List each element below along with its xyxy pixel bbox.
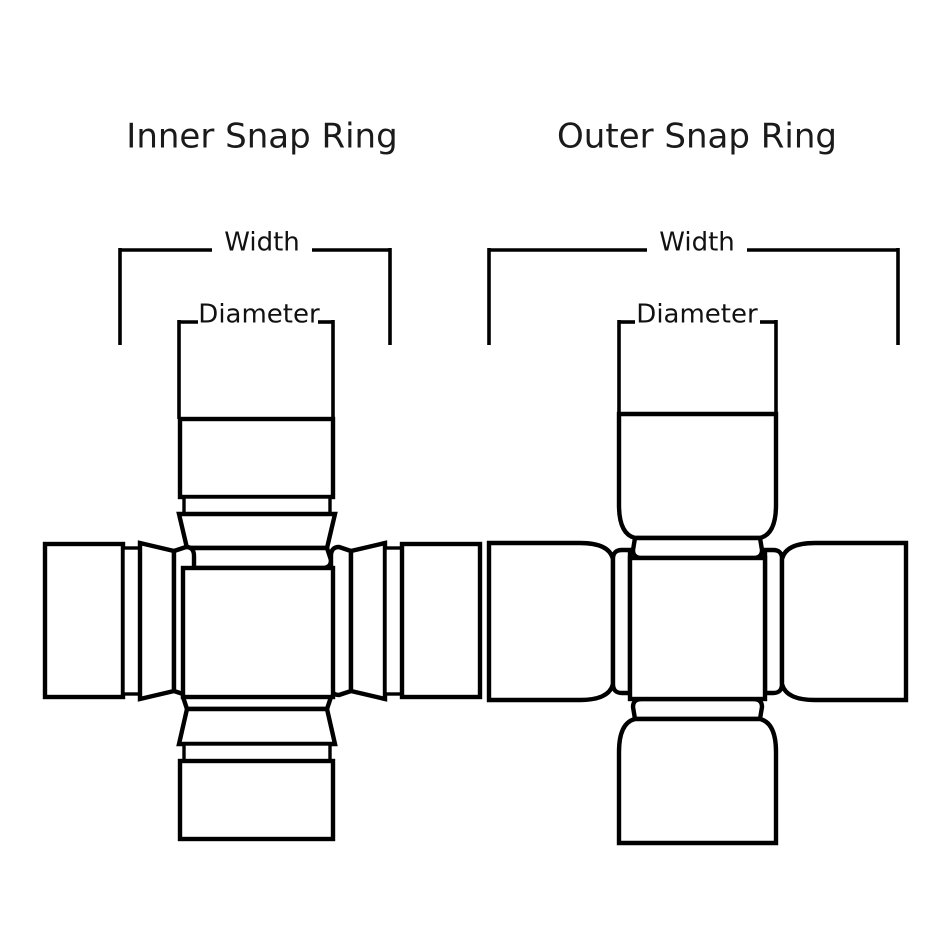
bearing-cap-right-outer — [762, 540, 909, 703]
page-title-inner: Inner Snap Ring — [126, 117, 397, 157]
dimension-label-diameter-outer: Diameter — [636, 300, 758, 330]
dimension-label-width-outer: Width — [659, 228, 735, 258]
dimension-diameter-inner: Diameter — [177, 300, 335, 419]
bearing-cap-bottom-outer — [616, 696, 779, 846]
bearing-cap-top-outer — [616, 411, 779, 561]
cross-body-outer — [627, 555, 768, 702]
dimension-diameter-outer: Diameter — [617, 300, 778, 414]
diagram-inner-snap-ring: Inner Snap Ring Width Diameter — [42, 117, 483, 842]
dimension-width-inner: Width — [118, 228, 392, 345]
bearing-cap-right-inner — [328, 540, 483, 702]
dimension-label-width-inner: Width — [224, 228, 300, 258]
cross-body-inner — [180, 565, 336, 700]
diagram-outer-snap-ring: Outer Snap Ring Width Diameter — [486, 117, 909, 846]
bearing-cap-left-inner — [42, 540, 197, 702]
page-title-outer: Outer Snap Ring — [557, 117, 837, 157]
bearing-cap-bottom-inner — [176, 686, 338, 842]
bearing-cap-top-inner — [176, 416, 338, 571]
bearing-cap-left-outer — [486, 540, 633, 703]
dimension-width-outer: Width — [487, 228, 900, 345]
dimension-label-diameter-inner: Diameter — [198, 300, 320, 330]
